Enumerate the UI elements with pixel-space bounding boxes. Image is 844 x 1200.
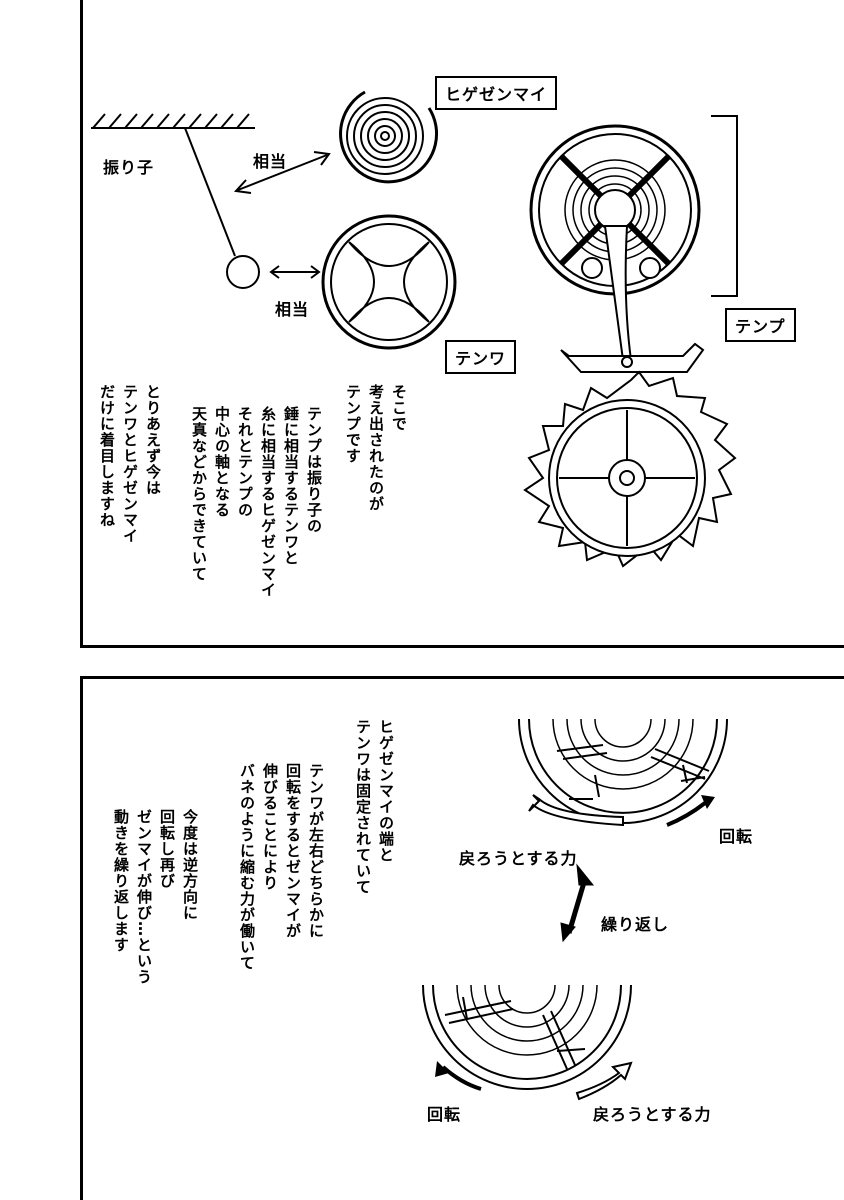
rotate-label-top: 回転	[719, 827, 754, 846]
narration-col-3: 今度は逆方向に 回転し再び ゼンマイが伸び…という 動きを繰り返します	[112, 809, 199, 985]
balance-assembly	[529, 124, 705, 373]
hairspring-label: ヒゲゼンマイ	[435, 76, 558, 110]
narration-col-1: ヒゲゼンマイの端と テンワは固定されていて	[354, 719, 395, 895]
rotate-arrow-top	[666, 795, 715, 827]
ceiling	[91, 113, 255, 129]
repeat-label: 繰り返し	[601, 915, 670, 934]
pendulum	[184, 127, 260, 289]
wheel-top	[518, 718, 728, 824]
return-label-bottom: 戻ろうとする力	[593, 1105, 712, 1124]
bottom-panel: 回転 戻ろうとする力 繰り返し 回転 戻ろうとする力 ヒゲゼンマイの端と テンワ…	[80, 676, 844, 1200]
repeat-arrow	[560, 863, 595, 943]
oscillation-diagram	[422, 718, 728, 1101]
narration-col-1: そこで 考え出されたのが テンプです	[344, 384, 408, 512]
rotate-label-bottom: 回転	[427, 1105, 462, 1124]
wheel-bottom	[422, 984, 632, 1090]
equiv-label-2: 相当	[275, 300, 310, 319]
balance-wheel	[321, 214, 457, 350]
rotate-arrow-bottom	[435, 1061, 482, 1091]
return-arrow-top	[528, 794, 624, 827]
return-arrow-bottom	[575, 1061, 633, 1101]
balance-wheel-label: テンワ	[445, 340, 517, 374]
balance-diagram	[91, 90, 738, 568]
narration-col-2: テンプは振り子の 錘に相当するテンワと 糸に相当するヒゲゼンマイ それとテンプの…	[190, 406, 323, 598]
equiv-arrow-2	[269, 265, 321, 279]
equiv-label-1: 相当	[253, 152, 288, 171]
balance-label: テンプ	[725, 308, 796, 342]
narration-col-3: とりあえず今は テンワとヒゲゼンマイ だけに着目しますね	[98, 384, 162, 544]
balance-bracket	[711, 115, 738, 297]
hairspring	[339, 90, 439, 184]
equiv-arrow-1	[233, 151, 331, 194]
narration-col-2: テンワが左右どちらかに 回転をするとゼンマイが 伸びることにより バネのように縮…	[238, 763, 325, 971]
escape-wheel	[523, 370, 737, 568]
return-label-top: 戻ろうとする力	[459, 849, 578, 868]
pendulum-label: 振り子	[103, 158, 155, 177]
top-panel: 振り子 相当 相当 ヒゲゼンマイ テンワ テンプ そこで 考え出されたのが テン…	[80, 0, 844, 648]
